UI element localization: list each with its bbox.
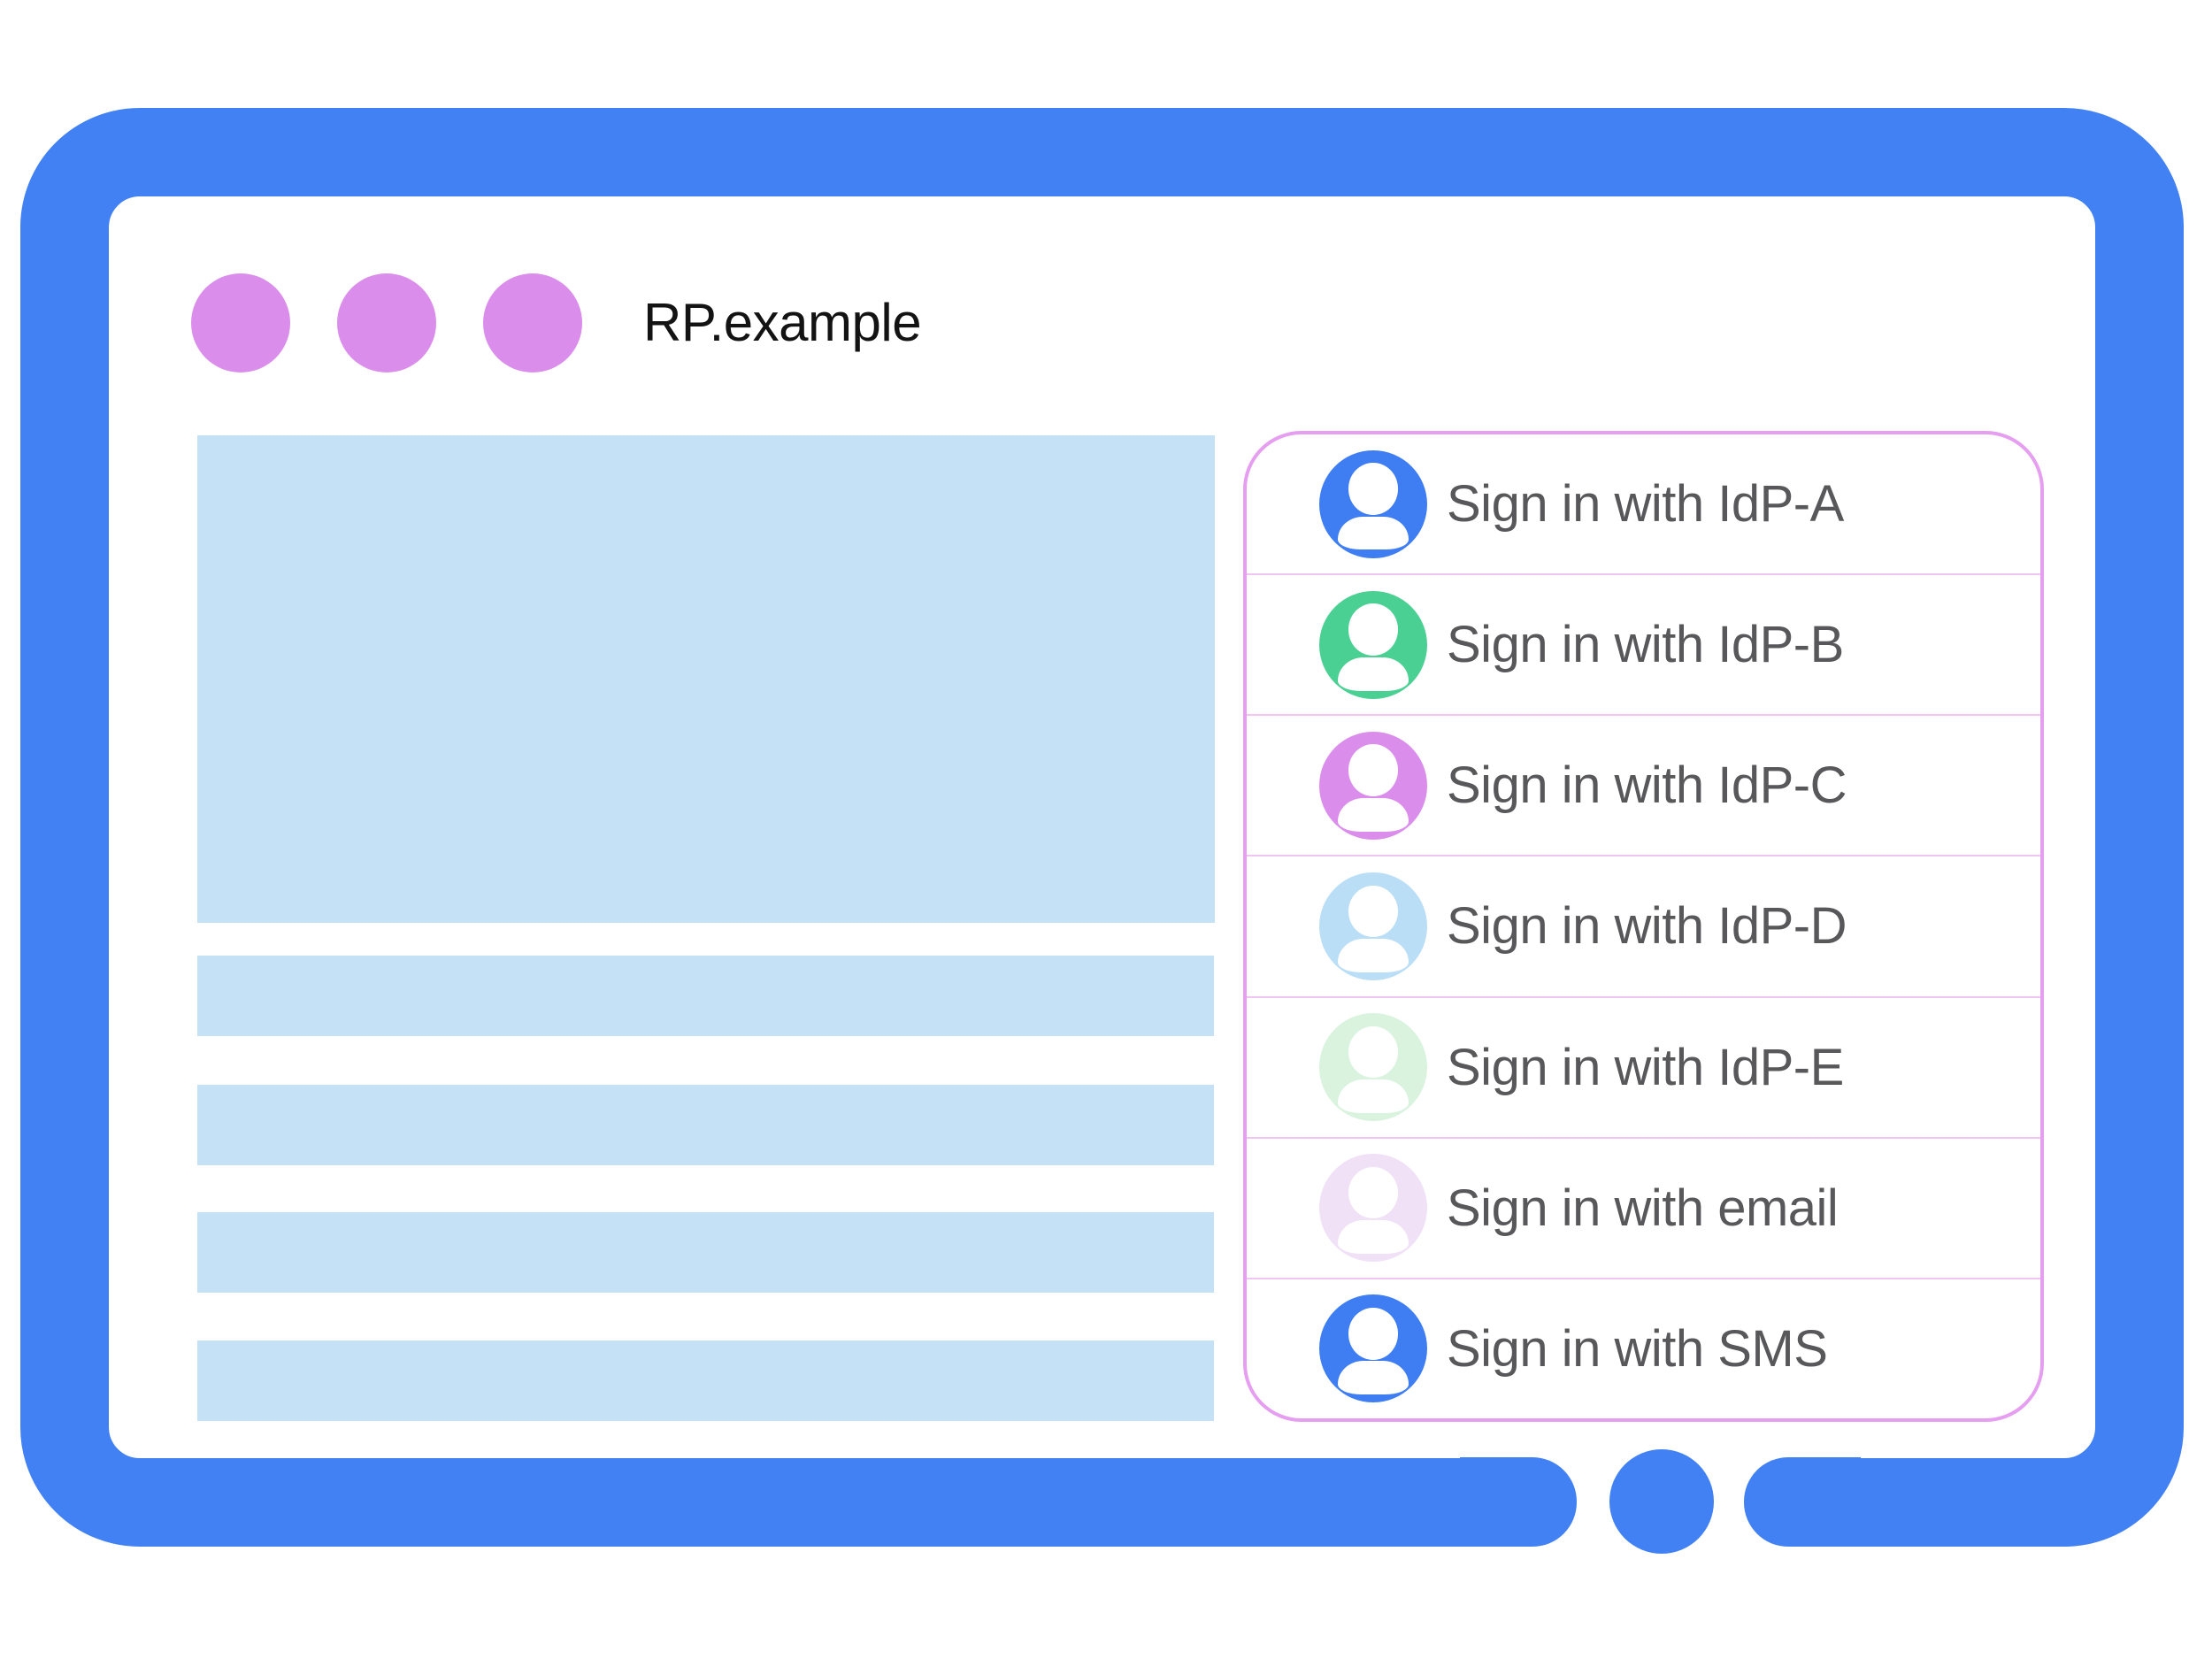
signin-option-label: Sign in with IdP-B	[1447, 616, 1844, 674]
signin-option-label: Sign in with IdP-A	[1447, 475, 1844, 534]
signin-option-idp-b[interactable]: Sign in with IdP-B	[1247, 573, 2040, 714]
content-placeholder-line	[197, 1085, 1214, 1165]
signin-option-idp-c[interactable]: Sign in with IdP-C	[1247, 714, 2040, 855]
bottom-bar-right-cap	[1744, 1457, 1861, 1547]
signin-option-idp-d[interactable]: Sign in with IdP-D	[1247, 855, 2040, 995]
signin-dialog: Sign in with IdP-A Sign in with IdP-B Si…	[1243, 431, 2044, 1422]
site-title: RP.example	[643, 293, 922, 352]
content-placeholder-line	[197, 1340, 1214, 1421]
signin-option-idp-e[interactable]: Sign in with IdP-E	[1247, 995, 2040, 1137]
signin-option-label: Sign in with IdP-C	[1447, 757, 1847, 815]
signin-option-label: Sign in with email	[1447, 1179, 1839, 1237]
content-placeholder-hero	[197, 435, 1215, 923]
person-avatar-icon	[1319, 449, 1427, 558]
bottom-bar-left-cap	[1460, 1457, 1577, 1547]
home-button[interactable]	[1609, 1449, 1714, 1554]
signin-option-sms[interactable]: Sign in with SMS	[1247, 1277, 2040, 1418]
window-control-dot-3[interactable]	[483, 273, 582, 373]
person-avatar-icon	[1319, 872, 1427, 980]
window-control-dot-1[interactable]	[191, 273, 290, 373]
content-placeholder-line	[197, 956, 1214, 1036]
signin-option-label: Sign in with IdP-D	[1447, 897, 1847, 956]
person-avatar-icon	[1319, 590, 1427, 699]
signin-option-email[interactable]: Sign in with email	[1247, 1136, 2040, 1278]
signin-option-idp-a[interactable]: Sign in with IdP-A	[1247, 434, 2040, 573]
person-avatar-icon	[1319, 1154, 1427, 1263]
signin-option-label: Sign in with IdP-E	[1447, 1038, 1844, 1096]
person-avatar-icon	[1319, 1294, 1427, 1403]
person-avatar-icon	[1319, 1013, 1427, 1122]
person-avatar-icon	[1319, 731, 1427, 840]
content-placeholder-line	[197, 1212, 1214, 1293]
window-control-dot-2[interactable]	[337, 273, 436, 373]
signin-option-label: Sign in with SMS	[1447, 1319, 1828, 1378]
